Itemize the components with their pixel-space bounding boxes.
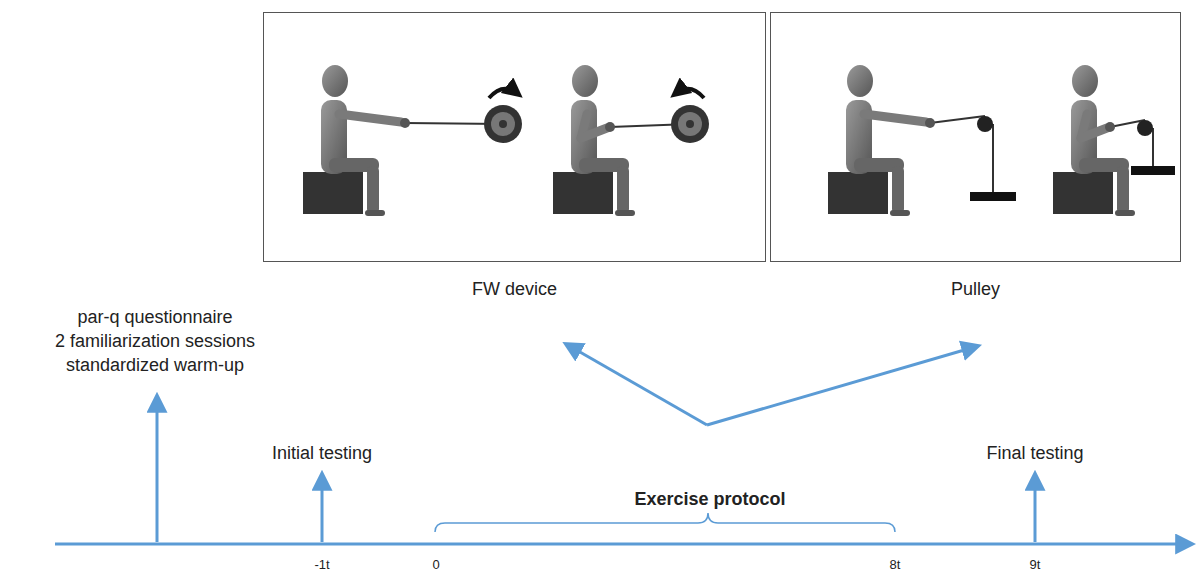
tick-label: 0	[432, 557, 439, 573]
panel-caption: FW device	[224, 279, 805, 300]
step-note: 2 familiarization sessions	[55, 331, 255, 353]
phase-label: Initial testing	[272, 443, 372, 465]
tick-label: -1t	[314, 557, 329, 573]
phase-label: Exercise protocol	[634, 489, 785, 511]
step-note: standardized warm-up	[66, 355, 244, 377]
flywheel-scene	[303, 65, 709, 216]
tick-label: 9t	[1030, 557, 1041, 573]
illustration-panel: FW device	[263, 12, 766, 262]
step-note: par-q questionnaire	[77, 307, 232, 329]
illustration-panel: Pulley	[770, 12, 1181, 262]
phase-label: Final testing	[986, 443, 1083, 465]
timeline	[55, 344, 1192, 544]
tick-label: 8t	[890, 557, 901, 573]
panel-caption: Pulley	[731, 279, 1203, 300]
pulley-scene	[828, 65, 1175, 216]
